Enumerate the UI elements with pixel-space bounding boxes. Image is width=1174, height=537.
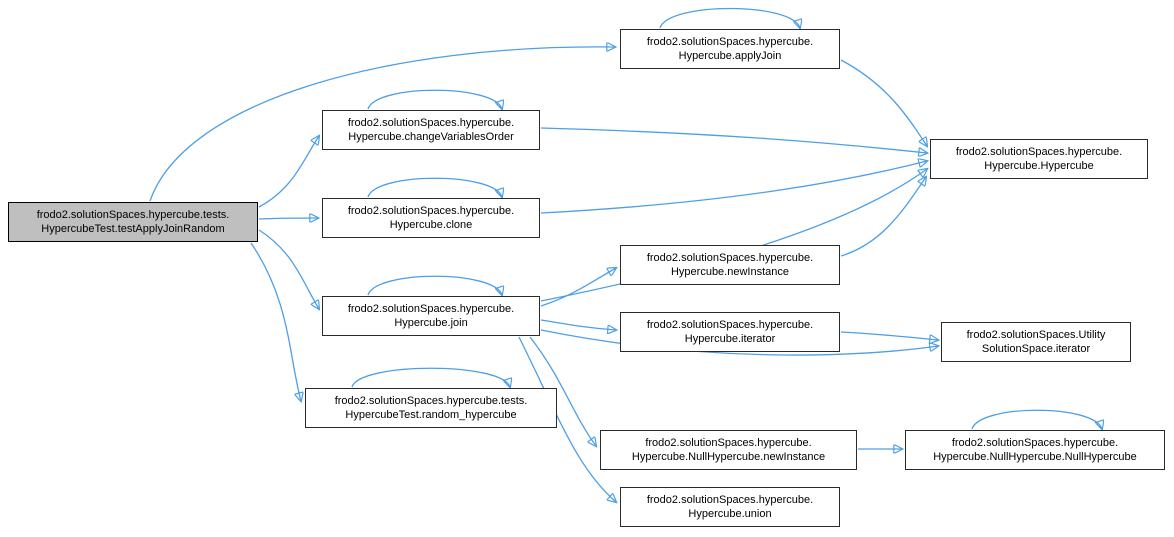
node-nullhypercube-newinstance[interactable]: frodo2.solutionSpaces.hypercube. Hypercu… [600,430,857,470]
node-hypercube-applyjoin[interactable]: frodo2.solutionSpaces.hypercube. Hypercu… [620,29,840,69]
node-label-line: Hypercube.newInstance [670,266,789,278]
edge-root-to-changevariablesorder [258,136,319,208]
node-label-line: Hypercube.changeVariablesOrder [348,131,514,143]
edge-iterator-to-utilitysolutionspace-iterator [840,331,938,340]
edge-join-to-union [518,336,616,502]
self-loop-clone [367,177,502,197]
node-label-line: frodo2.solutionSpaces.hypercube.tests. [36,209,230,221]
self-loop-join [367,275,502,295]
node-hypercubetest-random-hypercube[interactable]: frodo2.solutionSpaces.hypercube.tests. H… [305,388,557,428]
node-label-line: Hypercube.union [688,508,772,520]
node-hypercubetest-testapplyjoinrandom[interactable]: frodo2.solutionSpaces.hypercube.tests. H… [8,202,258,242]
node-hypercube-iterator[interactable]: frodo2.solutionSpaces.hypercube. Hypercu… [620,312,840,352]
node-nullhypercube-constructor[interactable]: frodo2.solutionSpaces.hypercube. Hypercu… [905,430,1165,470]
node-label-line: frodo2.solutionSpaces.hypercube. [347,117,515,129]
node-hypercube-newinstance[interactable]: frodo2.solutionSpaces.hypercube. Hypercu… [620,245,840,285]
edge-join-to-nullhypercube-newinstance [529,336,596,446]
node-label-line: Hypercube.applyJoin [678,50,782,62]
node-label-line: Hypercube.join [394,317,468,329]
self-loop-random-hypercube [351,367,510,387]
node-hypercube-changevariablesorder[interactable]: frodo2.solutionSpaces.hypercube. Hypercu… [322,110,540,150]
edge-clone-to-hypercube [540,161,927,214]
node-label-line: Hypercube.clone [389,219,473,231]
node-label-line: frodo2.solutionSpaces.hypercube. [646,252,814,264]
node-hypercube-union[interactable]: frodo2.solutionSpaces.hypercube. Hypercu… [620,487,840,527]
edge-changevariablesorder-to-hypercube [540,127,927,153]
node-label-line: frodo2.solutionSpaces.hypercube.tests. [334,395,528,407]
node-label-line: frodo2.solutionSpaces.hypercube. [347,205,515,217]
node-label-line: frodo2.solutionSpaces.hypercube. [645,437,812,449]
node-label-line: HypercubeTest.random_hypercube [345,409,517,421]
node-label-line: frodo2.solutionSpaces.hypercube. [955,146,1123,158]
self-loop-nullhypercube [971,409,1102,429]
node-hypercube-join[interactable]: frodo2.solutionSpaces.hypercube. Hypercu… [322,296,540,336]
edge-join-to-newinstance [540,268,616,307]
node-utilitysolutionspace-iterator[interactable]: frodo2.solutionSpaces.Utility SolutionSp… [941,322,1131,362]
edge-root-to-join [258,229,319,309]
node-label-line: Hypercube.NullHypercube.NullHypercube [933,451,1137,463]
self-loop-changevariablesorder [367,89,502,109]
node-label-line: frodo2.solutionSpaces.hypercube. [646,494,814,506]
node-label-line: frodo2.solutionSpaces.hypercube. [951,437,1119,449]
node-label-line: Hypercube.Hypercube [984,160,1094,172]
edge-join-to-utilitysolutionspace-iterator [540,329,938,356]
node-hypercube-constructor[interactable]: frodo2.solutionSpaces.hypercube. Hypercu… [930,139,1148,179]
node-label-line: SolutionSpace.iterator [981,343,1091,355]
node-label-line: frodo2.solutionSpaces.hypercube. [646,319,814,331]
node-hypercube-clone[interactable]: frodo2.solutionSpaces.hypercube. Hypercu… [322,198,540,238]
self-loop-applyjoin [659,7,800,29]
edge-join-to-iterator [540,319,616,330]
node-label-line: frodo2.solutionSpaces.hypercube. [347,303,515,315]
node-label-line: frodo2.solutionSpaces.hypercube. [646,36,814,48]
node-label-line: HypercubeTest.testApplyJoinRandom [41,223,225,235]
node-label-line: Hypercube.NullHypercube.newInstance [631,451,826,463]
edge-root-to-clone [258,218,318,219]
edge-applyjoin-to-hypercube [840,59,927,146]
edge-root-to-random-hypercube [250,242,301,401]
node-label-line: Hypercube.iterator [684,333,776,345]
node-label-line: frodo2.solutionSpaces.Utility [966,329,1106,341]
edge-newinstance-to-hypercube [840,177,926,257]
edge-root-to-applyjoin [149,47,615,202]
